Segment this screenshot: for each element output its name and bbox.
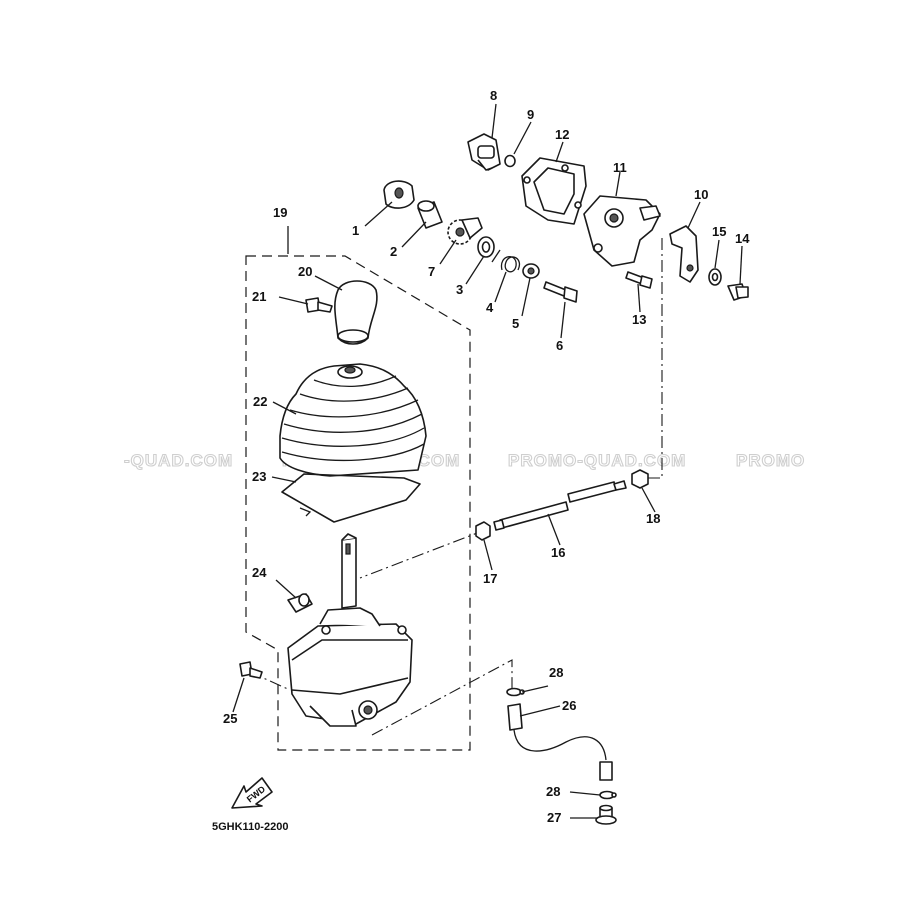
part-17-nut [475, 521, 491, 541]
callout-25: 25 [223, 711, 237, 726]
diagram-part-code: 5GHK110-2200 [212, 821, 288, 833]
part-11-shift-cover [583, 195, 661, 267]
callout-13: 13 [632, 312, 646, 327]
watermark-text-1: -QUAD.COM [124, 451, 233, 470]
callout-24: 24 [252, 565, 267, 580]
callout-22: 22 [253, 394, 267, 409]
part-28-hose-clip-lower [599, 790, 617, 800]
part-9-o-ring [504, 154, 516, 168]
watermark-text-4: PROMO [736, 451, 805, 470]
part-13-bolt [625, 271, 653, 289]
callout-16: 16 [551, 545, 565, 560]
callout-15: 15 [712, 224, 726, 239]
part-5-washer [522, 263, 540, 279]
part-26-breather-hose [507, 703, 613, 781]
part-3-washer [477, 236, 495, 258]
callout-14: 14 [735, 231, 750, 246]
callout-2: 2 [390, 244, 397, 259]
part-28-hose-clip-upper [506, 687, 525, 697]
leader-lines [232, 103, 743, 819]
callout-28-lower: 28 [546, 784, 560, 799]
part-23-boot-clamp [281, 473, 421, 523]
part-4-torsion-spring [491, 249, 521, 273]
callout-28-upper: 28 [549, 665, 563, 680]
part-16-shift-rod [493, 480, 627, 531]
part-12-gasket [521, 157, 587, 225]
part-15-washer [708, 268, 722, 286]
callout-17: 17 [483, 571, 497, 586]
callout-9: 9 [527, 107, 534, 122]
callout-27: 27 [547, 810, 561, 825]
part-25-bolt [239, 661, 263, 679]
part-14-bolt [727, 283, 749, 301]
shift-lever-housing [287, 607, 413, 727]
part-27-breather-fitting [595, 804, 617, 825]
callouts: 1 2 3 4 5 6 7 8 9 10 11 12 13 14 15 16 1… [223, 88, 750, 825]
fwd-arrow-icon: FWD [231, 777, 273, 809]
callout-6: 6 [556, 338, 563, 353]
part-6-bolt [543, 281, 578, 303]
callout-5: 5 [512, 316, 519, 331]
callout-19: 19 [273, 205, 287, 220]
callout-3: 3 [456, 282, 463, 297]
callout-18: 18 [646, 511, 660, 526]
callout-11: 11 [613, 160, 627, 175]
part-24-joint [287, 593, 313, 613]
callout-1: 1 [352, 223, 359, 238]
callout-8: 8 [490, 88, 497, 103]
part-1-segment-cam [383, 180, 415, 209]
part-8-shift-drum-segment [467, 133, 501, 171]
shift-lever-shaft [341, 533, 357, 609]
part-18-nut [631, 469, 649, 489]
callout-12: 12 [555, 127, 569, 142]
callout-23: 23 [252, 469, 266, 484]
callout-26: 26 [562, 698, 576, 713]
callout-20: 20 [298, 264, 312, 279]
watermark-text-3: PROMO-QUAD.COM [508, 451, 686, 470]
callout-10: 10 [694, 187, 708, 202]
part-20-shift-knob [334, 280, 378, 345]
part-2-collar [417, 200, 443, 229]
callout-21: 21 [252, 289, 266, 304]
watermark: -QUAD.COM PROMO-QUAD.COM PROMO-QUAD.COM … [123, 450, 805, 470]
part-21-screw [305, 297, 333, 313]
part-7-sector-gear [447, 217, 483, 245]
part-22-rubber-boot [279, 363, 427, 477]
part-10-shift-lever [669, 225, 699, 283]
assembly-boundary [245, 255, 471, 751]
callout-7: 7 [428, 264, 435, 279]
callout-4: 4 [486, 300, 494, 315]
